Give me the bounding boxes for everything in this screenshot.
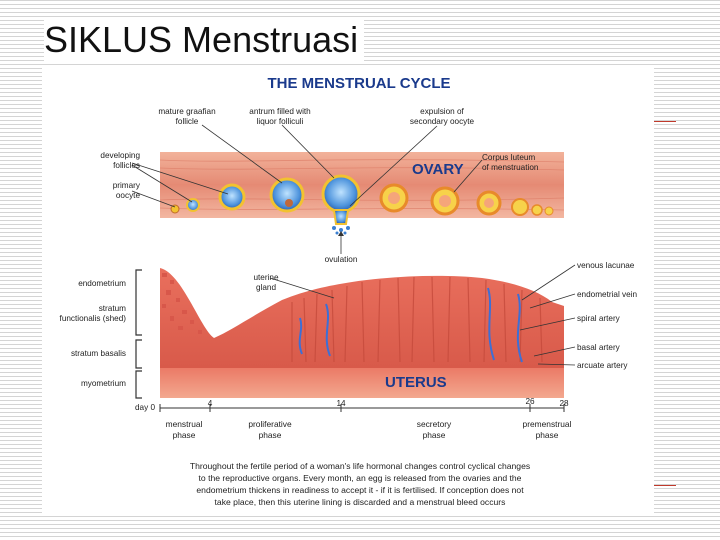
caption-line: endometrium thickens in readiness to acc… — [196, 485, 524, 495]
cycle-diagram: THE MENSTRUAL CYCLE OVARY — [60, 75, 638, 440]
corpus-albicans-2 — [544, 206, 554, 216]
tick-14: 14 — [336, 399, 346, 408]
figure-caption: Throughout the fertile period of a woman… — [160, 460, 560, 508]
mature-follicle — [321, 174, 361, 214]
tick-4: 4 — [208, 399, 213, 408]
callout-endometrial-vein: endometrial vein — [577, 290, 638, 299]
ovary-label: OVARY — [412, 161, 464, 178]
callout-endometrium: endometrium — [78, 279, 126, 288]
divider-line-top — [654, 121, 676, 122]
caption-line: Throughout the fertile period of a woman… — [189, 461, 531, 471]
myometrium-layer — [160, 368, 564, 398]
layer-brackets — [135, 269, 142, 399]
tick-day-0: day 0 — [135, 403, 155, 412]
follicle-4-oocyte — [285, 199, 293, 207]
endometrium-layer — [160, 268, 564, 368]
follicle-4 — [269, 177, 305, 213]
figure-title: THE MENSTRUAL CYCLE — [267, 75, 450, 92]
slide-title: SIKLUS Menstruasi — [44, 18, 365, 62]
follicle-2 — [186, 198, 200, 212]
callout-basal-artery: basal artery — [577, 343, 621, 352]
follicle-1 — [170, 204, 180, 214]
uterus-label: UTERUS — [385, 374, 447, 391]
callout-myometrium: myometrium — [81, 379, 126, 388]
caption-line: to the reproductive organs. Every month,… — [198, 473, 522, 483]
divider-line-bottom — [654, 485, 676, 486]
uterine-gland-texture — [291, 276, 543, 363]
follicle-series — [170, 174, 554, 235]
tick-28: 28 — [559, 399, 569, 408]
corpus-albicans-1 — [531, 204, 543, 216]
menstrual-cycle-figure: THE MENSTRUAL CYCLE OVARY — [42, 68, 654, 516]
rupturing-follicle — [332, 209, 350, 225]
corpus-luteum-4 — [511, 198, 529, 216]
shedding-fragments — [162, 273, 202, 334]
timeline-ticks — [159, 404, 565, 412]
callout-spiral-artery: spiral artery — [577, 314, 621, 323]
ovulation-arrow — [338, 231, 344, 236]
callout-stratum-basalis: stratum basalis — [71, 349, 126, 358]
callout-ovulation: ovulation — [325, 255, 358, 264]
corpus-luteum-2-core — [439, 195, 451, 207]
corpus-luteum-1-core — [388, 192, 400, 204]
follicle-3 — [218, 183, 246, 211]
caption-line: take place, then this uterine lining is … — [214, 497, 506, 507]
blood-vessels — [298, 287, 523, 363]
ovulation-droplets — [332, 226, 350, 235]
callout-venous-lacunae: venous lacunae — [577, 261, 635, 270]
leader-lines — [131, 124, 576, 366]
corpus-luteum-3-core — [484, 198, 494, 208]
callout-arcuate-artery: arcuate artery — [577, 361, 628, 370]
tick-26: 26 — [525, 397, 535, 406]
